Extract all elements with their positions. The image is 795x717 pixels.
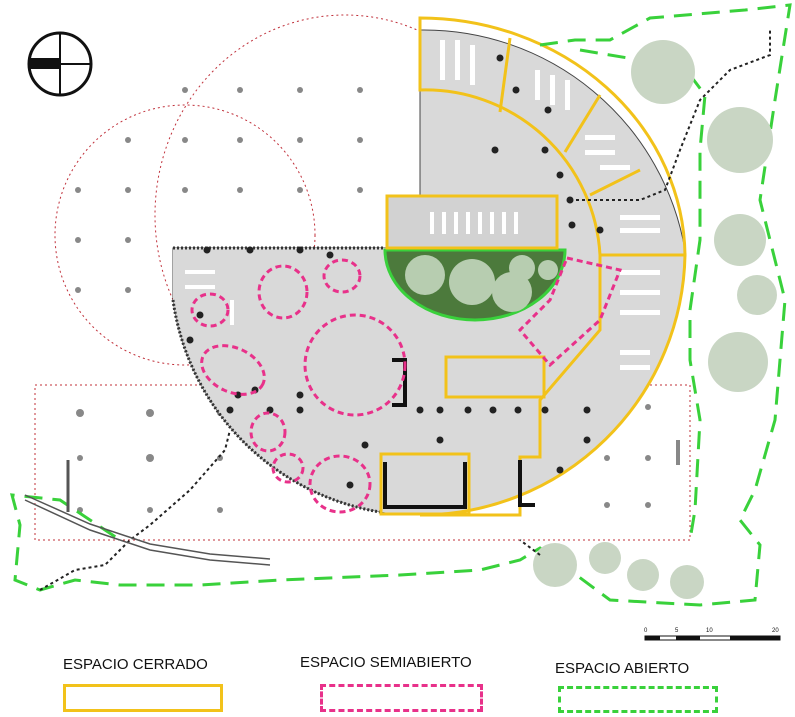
closed-room-north (385, 194, 559, 250)
floor-southwest (173, 248, 420, 515)
ramp (24, 440, 680, 566)
core-walls (383, 358, 535, 509)
closed-core (379, 452, 471, 516)
legend-label-closed: ESPACIO CERRADO (63, 656, 208, 673)
tree (492, 272, 532, 312)
furniture (185, 40, 660, 370)
open-east-border (9, 3, 792, 607)
semi-open-spaces (190, 256, 623, 514)
legend-swatch-open (558, 686, 718, 713)
scale-bar (644, 635, 781, 641)
site-circle-small (54, 104, 316, 366)
tree (538, 260, 558, 280)
courtyard (383, 248, 567, 322)
tree (589, 542, 621, 574)
scale-tick-20: 20 (772, 628, 779, 634)
closed-wing-outline (418, 16, 687, 257)
west-facade (171, 299, 381, 514)
tree (405, 255, 445, 295)
tree (737, 275, 777, 315)
scale-tick-10: 10 (706, 628, 713, 634)
legend-label-semi-open: ESPACIO SEMIABIERTO (300, 654, 472, 671)
tree (714, 214, 766, 266)
scale-tick-5: 5 (675, 628, 679, 634)
tree (509, 255, 535, 281)
legend-swatch-semi-open (320, 684, 483, 712)
tree (708, 332, 768, 392)
scale-tick-0: 0 (644, 628, 648, 634)
tree (670, 565, 704, 599)
trees-east (533, 40, 777, 599)
tree (707, 107, 773, 173)
site-columns (75, 87, 651, 513)
tree (631, 40, 695, 104)
tree (533, 543, 577, 587)
tree (449, 259, 495, 305)
tree (627, 559, 659, 591)
closed-services (444, 355, 546, 399)
legend-label-open: ESPACIO ABIERTO (555, 660, 690, 677)
pedestrian-path (39, 30, 771, 591)
legend-swatch-closed (63, 684, 223, 712)
closed-spaces (379, 16, 687, 517)
north-arrow-icon (27, 31, 93, 97)
